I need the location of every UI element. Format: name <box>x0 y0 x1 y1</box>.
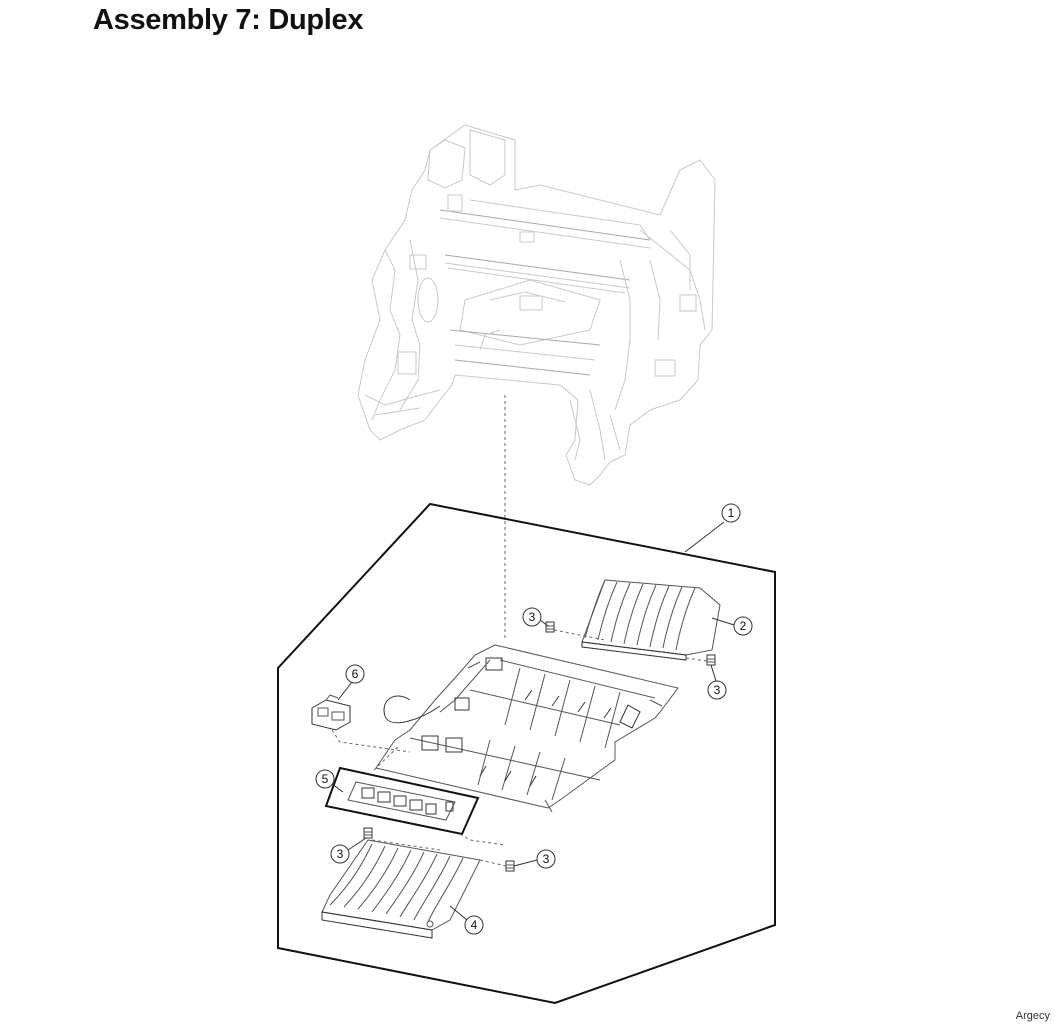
duplex-main-plate <box>375 644 679 813</box>
svg-text:5: 5 <box>322 772 329 786</box>
callout-4: 4 <box>464 915 484 935</box>
callout-3c: 3 <box>330 844 350 864</box>
callout-1: 1 <box>721 503 741 523</box>
svg-text:3: 3 <box>714 683 721 697</box>
page-title: Assembly 7: Duplex <box>93 4 364 36</box>
controller-board <box>311 694 351 731</box>
callout-2: 2 <box>733 616 753 636</box>
printer-frame-ghost <box>357 124 716 486</box>
svg-text:3: 3 <box>529 610 536 624</box>
screw-group <box>363 621 716 872</box>
svg-text:4: 4 <box>471 918 478 932</box>
watermark: Argecy <box>1015 1010 1050 1022</box>
sensor-cable <box>383 695 441 724</box>
callout-3a: 3 <box>522 607 542 627</box>
callout-3d: 3 <box>536 849 556 869</box>
sensor-subassembly <box>324 766 480 836</box>
svg-text:2: 2 <box>740 619 747 633</box>
svg-text:1: 1 <box>728 506 735 520</box>
svg-text:3: 3 <box>543 852 550 866</box>
screw-lower-right <box>505 860 515 872</box>
svg-text:6: 6 <box>352 667 359 681</box>
svg-text:3: 3 <box>337 847 344 861</box>
upper-duplex-guide <box>581 579 721 661</box>
screw-lower-left <box>363 827 373 839</box>
callout-6: 6 <box>345 664 365 684</box>
screw-upper-right <box>706 654 716 666</box>
duplex-kit-boundary <box>277 502 776 1005</box>
callout-5: 5 <box>315 769 335 789</box>
screw-upper-left <box>545 621 555 633</box>
callout-3b: 3 <box>707 680 727 700</box>
